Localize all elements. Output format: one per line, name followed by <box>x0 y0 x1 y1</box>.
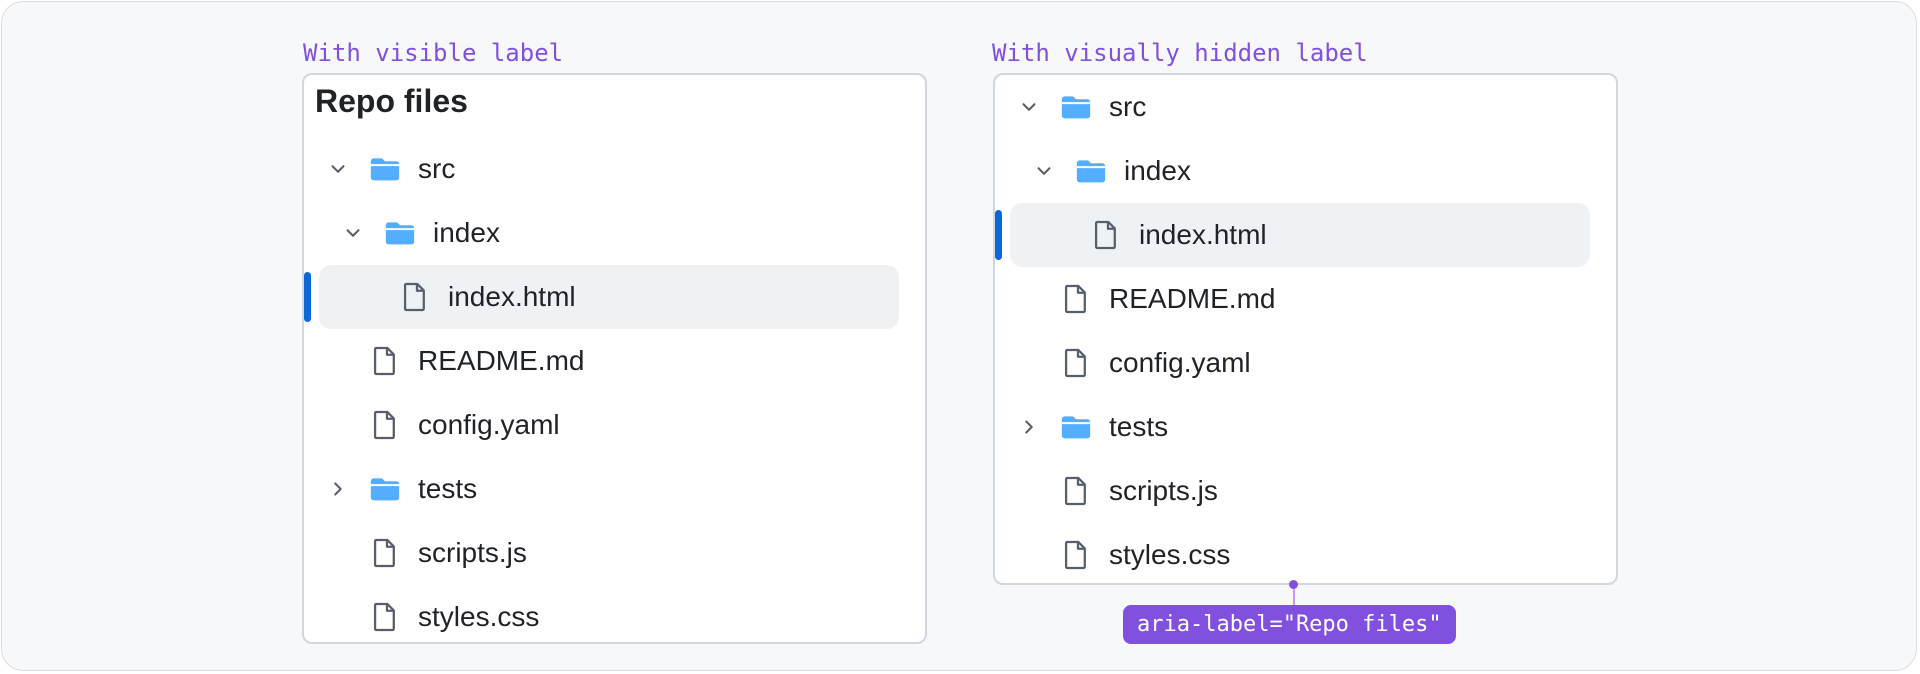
tree-item-label: README.md <box>418 345 585 376</box>
chevron-right-icon[interactable] <box>1017 415 1041 439</box>
indent-spacer <box>326 413 350 437</box>
tree-item-folder[interactable]: index <box>304 201 925 265</box>
file-icon <box>1059 474 1093 508</box>
caption-hidden-label: With visually hidden label <box>992 39 1368 67</box>
tree-item-folder[interactable]: src <box>304 137 925 201</box>
file-icon <box>1059 346 1093 380</box>
tree-item-label: styles.css <box>418 601 540 632</box>
tree-item-label: scripts.js <box>418 537 527 568</box>
aria-label-annotation: aria-label="Repo files" <box>1123 605 1456 644</box>
tree-item-file[interactable]: scripts.js <box>995 459 1616 523</box>
file-icon <box>1089 218 1123 252</box>
tree-item-label: styles.css <box>1109 539 1231 570</box>
tree-item-file[interactable]: index.html <box>304 265 925 329</box>
indent-spacer <box>356 285 380 309</box>
file-icon <box>368 536 402 570</box>
indent-spacer <box>326 541 350 565</box>
tree-item-label: scripts.js <box>1109 475 1218 506</box>
tree-item-folder[interactable]: tests <box>995 395 1616 459</box>
folder-icon <box>1059 410 1093 444</box>
annotation-dot <box>1289 580 1298 589</box>
tree-item-label: tests <box>1109 411 1169 442</box>
chevron-down-icon[interactable] <box>341 221 365 245</box>
file-icon <box>368 344 402 378</box>
tree-item-label: index <box>433 217 500 248</box>
tree-item-file[interactable]: index.html <box>995 203 1616 267</box>
folder-icon <box>1074 154 1108 188</box>
selection-indicator <box>304 272 311 322</box>
tree-item-file[interactable]: README.md <box>304 329 925 393</box>
selected-row-background <box>319 265 899 329</box>
folder-icon <box>383 216 417 250</box>
tree-item-label: src <box>1109 91 1147 122</box>
tree-title: Repo files <box>315 83 468 119</box>
tree-item-label: index <box>1124 155 1191 186</box>
tree-item-label: index.html <box>448 281 576 312</box>
annotation-connector <box>1293 587 1295 607</box>
tree-item-file[interactable]: config.yaml <box>995 331 1616 395</box>
tree-item-label: config.yaml <box>418 409 560 440</box>
indent-spacer <box>326 605 350 629</box>
tree-item-label: README.md <box>1109 283 1276 314</box>
indent-spacer <box>1017 287 1041 311</box>
chevron-right-icon[interactable] <box>326 477 350 501</box>
tree-item-folder[interactable]: tests <box>304 457 925 521</box>
file-icon <box>1059 538 1093 572</box>
indent-spacer <box>1017 479 1041 503</box>
tree-item-label: index.html <box>1139 219 1267 250</box>
file-icon <box>398 280 432 314</box>
chevron-down-icon[interactable] <box>1017 95 1041 119</box>
indent-spacer <box>326 349 350 373</box>
folder-icon <box>368 152 402 186</box>
folder-icon <box>368 472 402 506</box>
tree-item-folder[interactable]: src <box>995 75 1616 139</box>
caption-visible-label: With visible label <box>303 39 564 67</box>
selected-row-background <box>1010 203 1590 267</box>
indent-spacer <box>1017 351 1041 375</box>
tree-item-label: tests <box>418 473 478 504</box>
tree-item-file[interactable]: README.md <box>995 267 1616 331</box>
tree-item-label: src <box>418 153 456 184</box>
tree-item-file[interactable]: styles.css <box>995 523 1616 587</box>
tree-item-file[interactable]: config.yaml <box>304 393 925 457</box>
tree-item-file[interactable]: styles.css <box>304 585 925 649</box>
chevron-down-icon[interactable] <box>1032 159 1056 183</box>
tree-item-folder[interactable]: index <box>995 139 1616 203</box>
file-icon <box>368 408 402 442</box>
indent-spacer <box>1047 223 1071 247</box>
chevron-down-icon[interactable] <box>326 157 350 181</box>
file-icon <box>368 600 402 634</box>
folder-icon <box>1059 90 1093 124</box>
tree-item-label: config.yaml <box>1109 347 1251 378</box>
selection-indicator <box>995 210 1002 260</box>
file-icon <box>1059 282 1093 316</box>
indent-spacer <box>1017 543 1041 567</box>
tree-item-file[interactable]: scripts.js <box>304 521 925 585</box>
